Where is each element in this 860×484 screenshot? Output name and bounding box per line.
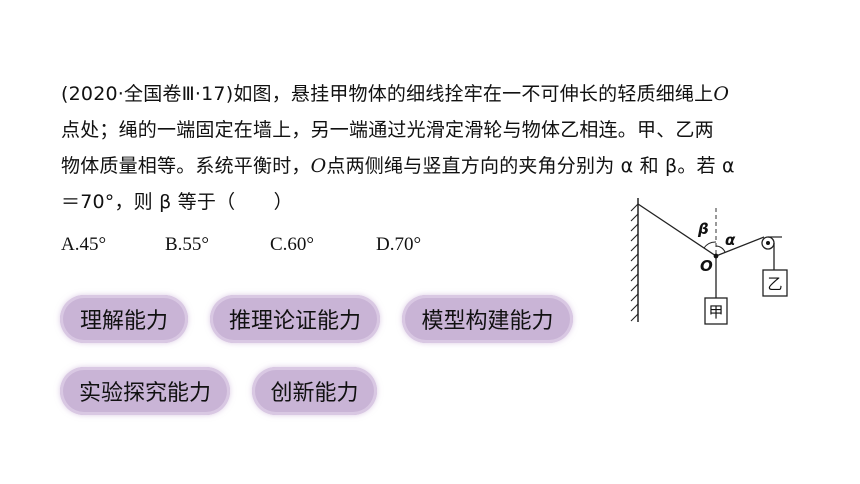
ability-tag-modeling[interactable]: 模型构建能力: [402, 295, 573, 343]
option-b[interactable]: B.55°: [165, 234, 210, 255]
option-a[interactable]: A.45°: [61, 234, 107, 255]
wall-hatching: [630, 203, 639, 322]
label-jia: 甲: [708, 303, 723, 321]
label-alpha: α: [725, 231, 736, 249]
label-beta: β: [697, 220, 709, 238]
ability-tag-reasoning[interactable]: 推理论证能力: [210, 295, 380, 343]
angle-beta-arc: [703, 241, 717, 249]
ability-tag-comprehension[interactable]: 理解能力: [60, 295, 188, 343]
question-line-2: 点处；绳的一端固定在墙上，另一端通过光滑定滑轮与物体乙相连。甲、乙两: [61, 119, 714, 141]
angle-alpha-arc: [715, 245, 726, 253]
ability-tag-innovation[interactable]: 创新能力: [252, 367, 377, 415]
rope-to-wall: [637, 203, 717, 257]
box-jia: [704, 297, 728, 325]
force-diagram: 甲 乙 O β α: [630, 198, 788, 325]
ability-tag-experiment[interactable]: 实验探究能力: [60, 367, 230, 415]
option-d[interactable]: D.70°: [376, 234, 422, 255]
question-line-4: ＝70°，则 β 等于（ ）: [61, 191, 293, 213]
question-text: (2020·全国卷Ⅲ·17)如图，悬挂甲物体的细线拴牢在一不可伸长的轻质细绳上O…: [61, 76, 806, 220]
box-yi: [762, 269, 788, 297]
pulley-axle: [766, 241, 770, 245]
label-point-o: O: [700, 257, 713, 275]
knot-point: [713, 253, 719, 259]
option-c[interactable]: C.60°: [270, 234, 315, 255]
question-line-3: 物体质量相等。系统平衡时，O点两侧绳与竖直方向的夹角分别为 α 和 β。若 α: [61, 155, 735, 177]
rope-to-pulley: [715, 236, 765, 257]
label-yi: 乙: [767, 275, 782, 293]
question-line-1: (2020·全国卷Ⅲ·17)如图，悬挂甲物体的细线拴牢在一不可伸长的轻质细绳上O: [61, 83, 730, 105]
